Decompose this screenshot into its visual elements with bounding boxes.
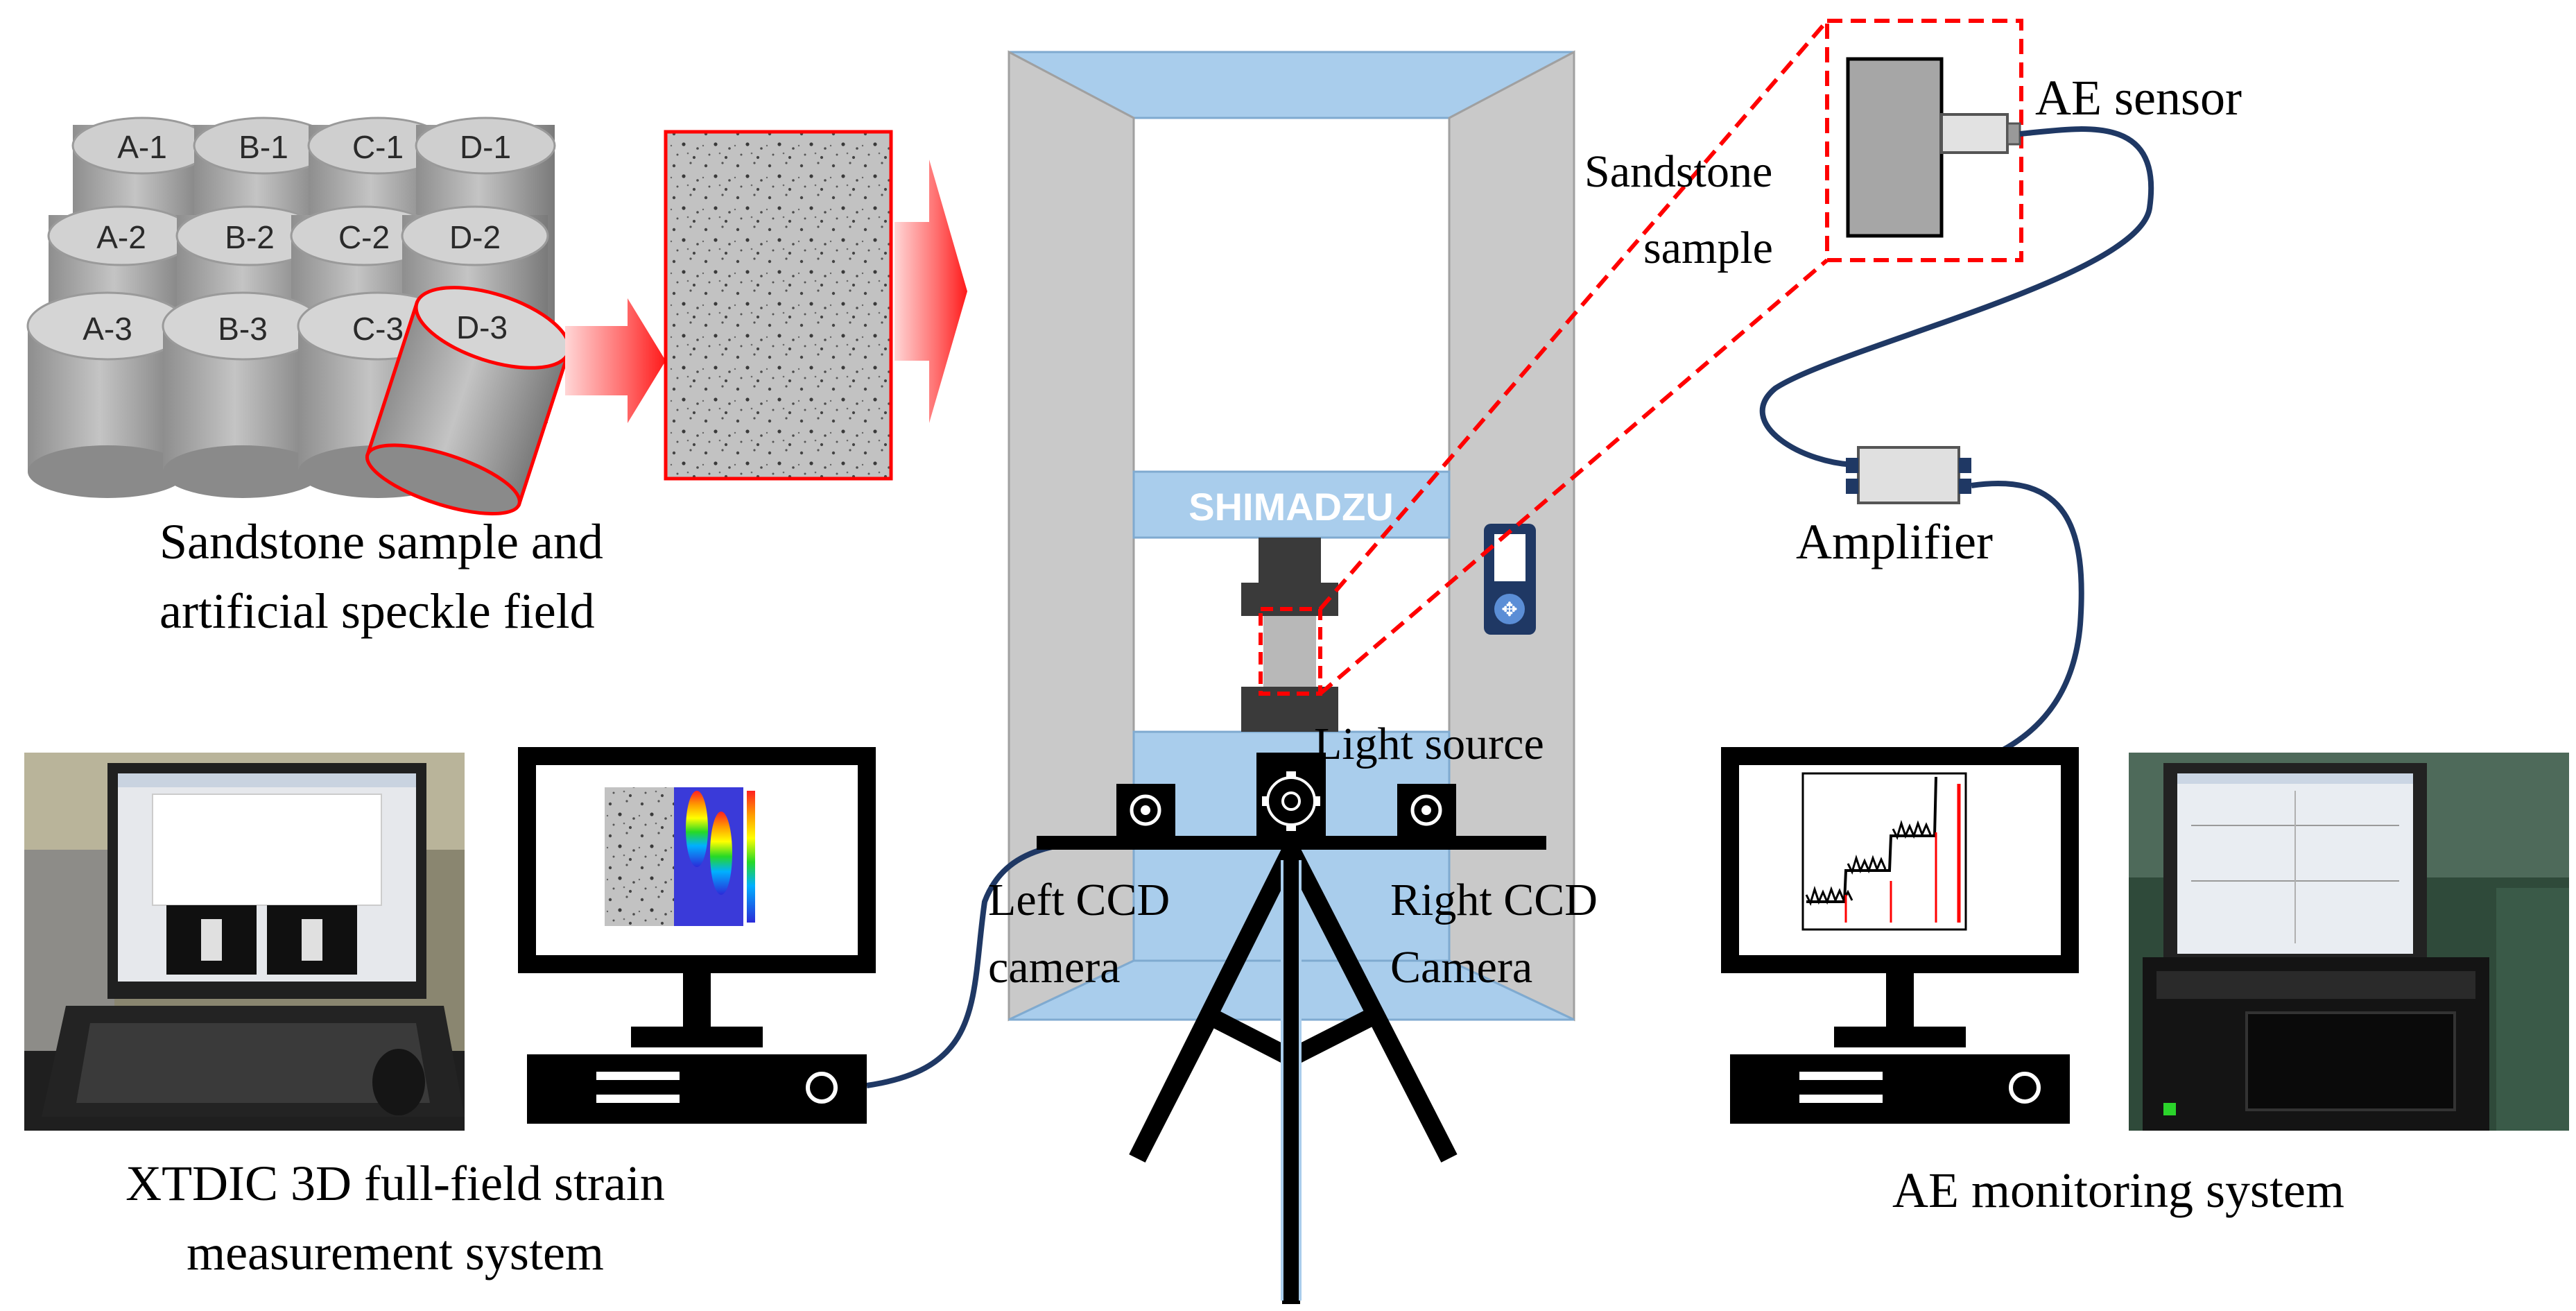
sample-label: C-2 [338, 219, 390, 255]
tripod-outline [1281, 860, 1302, 1301]
sample-label: B-2 [225, 219, 275, 255]
label-sandstone-line2: sample [1643, 223, 1773, 273]
sample-label: D-1 [460, 129, 511, 165]
dic-speckle-image [605, 787, 674, 926]
crosshead-plate [1132, 470, 1451, 539]
cable-sensor-to-amplifier [1759, 126, 2154, 468]
caption-sample-line2: artificial speckle field [159, 583, 595, 639]
zoom-line-top [1318, 19, 1829, 610]
right-ccd-camera [1397, 784, 1456, 836]
sample-label: D-2 [449, 219, 501, 255]
label-left-ccd-line2: camera [988, 942, 1121, 993]
dic-colorbar [747, 791, 755, 923]
speckle-field-image [664, 130, 893, 481]
caption-xtdic-line2: measurement system [187, 1225, 604, 1280]
machine-brand-label: SHIMADZU [1188, 485, 1394, 529]
label-left-ccd-line1: Left CCD [988, 875, 1170, 925]
sample-label: C-3 [352, 311, 404, 347]
sample-label: B-3 [218, 311, 268, 347]
dic-pc-case [527, 1054, 867, 1124]
sandstone-sample-block [1846, 57, 1944, 238]
arrow-speckle-to-machine [894, 160, 967, 423]
arrow-samples-to-speckle [565, 298, 666, 423]
sample-d3-highlight [365, 286, 571, 516]
sample-label: C-1 [352, 129, 404, 165]
tripod [1129, 846, 1458, 1304]
sample-label: A-3 [83, 311, 132, 347]
caption-ae-system: AE monitoring system [1892, 1163, 2344, 1218]
dic-computer [518, 747, 876, 1124]
sensor-zoom-box [1825, 19, 2023, 262]
controller-pendant: ✥ [1484, 524, 1536, 635]
sample-label: D-3 [456, 309, 508, 345]
ae-sensor-group [1825, 19, 2023, 262]
sandstone-samples-photo: A-1 B-1 C-1 D-1A-2 B-2 C-2 D-2A-3 B-3 C-3 D-3 [26, 117, 571, 516]
ae-sensor-body [1940, 113, 2009, 154]
cable-amplifier-to-pc [1971, 480, 2084, 762]
camera-rig [1037, 753, 1546, 1304]
sample-labels: A-1 B-1 C-1 D-1A-2 B-2 C-2 D-2A-3 B-3 C-3 D-3 [83, 129, 511, 347]
label-right-ccd-line1: Right CCD [1390, 875, 1598, 925]
dic-photo [24, 753, 465, 1131]
ae-load-curve [1806, 776, 1937, 903]
caption-sample-line1: Sandstone sample and [159, 514, 603, 569]
upper-platen-stem [1259, 538, 1321, 583]
dic-strain-contour [674, 787, 743, 926]
label-sandstone-line1: Sandstone [1584, 146, 1773, 197]
amplifier-device [1846, 446, 1971, 504]
ae-chart-frame [1801, 772, 1967, 931]
svg-text:✥: ✥ [1501, 598, 1517, 621]
label-light-source: Light source [1314, 719, 1544, 769]
sample-label: B-1 [239, 129, 288, 165]
ae-sensor-connector [2006, 122, 2021, 146]
specimen-highlight-box [1259, 607, 1322, 696]
ae-photo [2129, 753, 2569, 1131]
sample-label: A-2 [96, 219, 146, 255]
zoom-line-bottom [1319, 258, 1829, 696]
label-ae-sensor: AE sensor [2035, 70, 2242, 126]
left-ccd-camera [1116, 784, 1175, 836]
label-right-ccd-line2: Camera [1390, 942, 1533, 993]
sample-row-3 [26, 286, 571, 516]
label-amplifier: Amplifier [1796, 514, 1993, 569]
ae-pc-case [1730, 1054, 2070, 1124]
ae-computer [1721, 747, 2079, 1124]
sample-label: A-1 [117, 129, 167, 165]
caption-xtdic-line1: XTDIC 3D full-field strain [126, 1156, 665, 1211]
light-source [1256, 753, 1326, 850]
specimen-in-machine [1263, 616, 1316, 687]
